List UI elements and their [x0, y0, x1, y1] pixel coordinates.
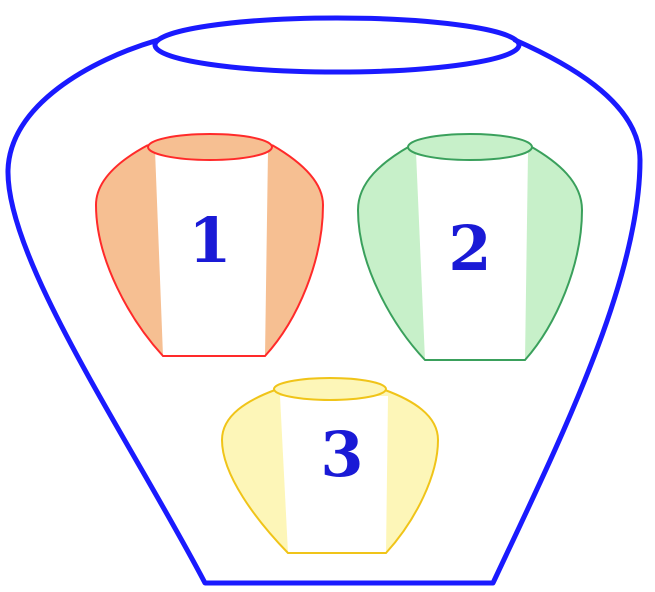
jar-label-2: 2	[448, 212, 491, 285]
small-jar-2-mouth	[408, 134, 532, 160]
jar-label-1: 1	[188, 204, 231, 277]
small-jar-3-mouth	[274, 378, 386, 400]
small-jar-3: 3	[222, 378, 438, 553]
small-jar-1-mouth	[148, 134, 272, 160]
jar-label-3: 3	[320, 418, 363, 491]
small-jar-1: 1	[96, 134, 323, 356]
large-vase-mouth	[155, 18, 519, 72]
small-jar-2: 2	[358, 134, 582, 360]
